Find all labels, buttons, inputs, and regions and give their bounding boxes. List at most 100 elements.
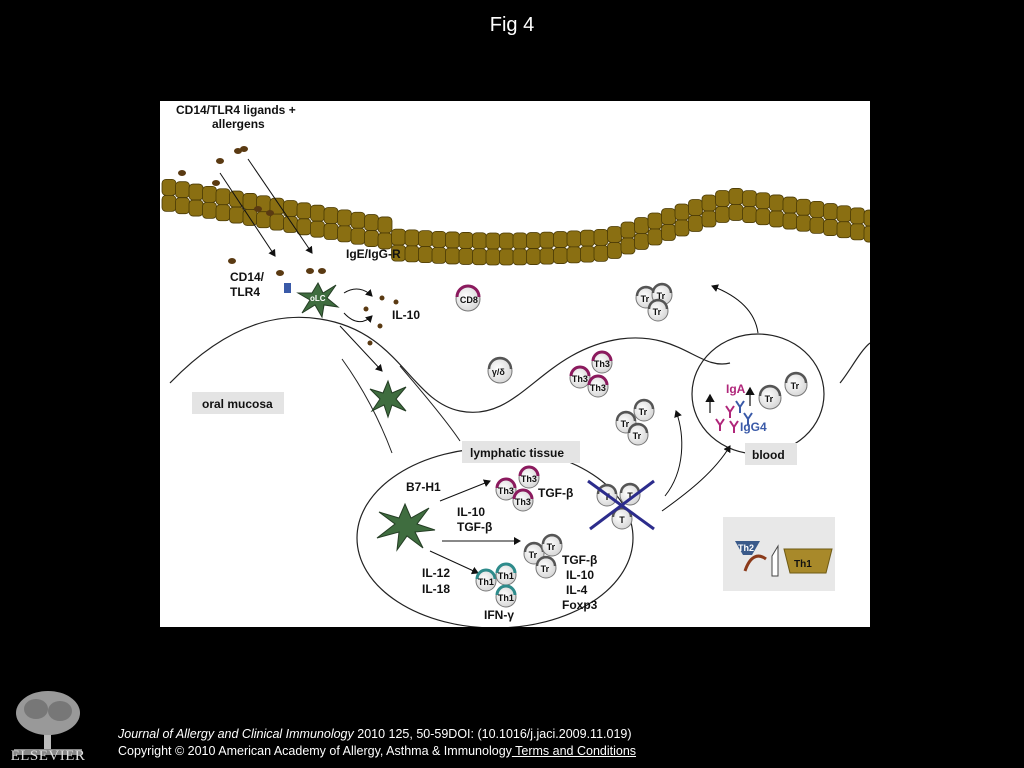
epithelial-cell (337, 225, 352, 243)
epithelial-cell (161, 178, 177, 196)
epithelial-cell (418, 246, 433, 264)
treg-cell-label: Tr (653, 307, 662, 317)
epithelial-cell (755, 192, 771, 210)
epithelial-cell (647, 228, 663, 246)
epithelial-cell (539, 231, 555, 249)
tgf-beta-label: TGF-β (538, 486, 573, 500)
epithelial-cell (350, 227, 366, 245)
epithelial-cell (674, 203, 690, 221)
th3-cell-label: Th3 (590, 383, 606, 393)
il10-top-label: IL-10 (392, 308, 420, 322)
th1-cell-label: Th1 (498, 593, 514, 603)
epithelial-cell (850, 223, 865, 241)
blood-to-tissue-arrow (711, 284, 759, 334)
oral-mucosa-box (192, 392, 284, 414)
epithelial-cell (620, 221, 636, 239)
il10-dots (363, 295, 399, 346)
il10-tgf-label-line2: TGF-β (457, 520, 492, 534)
il10-dot (377, 323, 383, 329)
epithelial-cell (418, 230, 433, 248)
epithelial-cell (323, 207, 339, 224)
treg-cell: Tr (541, 533, 563, 557)
epithelial-cell (472, 232, 487, 250)
epithelial-cell (580, 245, 595, 263)
blood-box (745, 443, 797, 465)
epithelial-cell (688, 215, 703, 232)
treg-cell-label: Tr (621, 419, 630, 429)
epithelial-cell (863, 209, 870, 227)
figure-title: Fig 4 (489, 14, 535, 36)
citation-line: Journal of Allergy and Clinical Immunolo… (118, 726, 636, 743)
epithelial-cell (485, 248, 501, 266)
blood-line (839, 342, 870, 384)
th1-cell: Th1 (475, 568, 497, 592)
epithelial-cell (364, 214, 379, 231)
allergen-particle (228, 258, 236, 264)
olc-arrow-1 (343, 288, 373, 297)
th2-label: Th2 (738, 543, 754, 553)
epithelial-cell (809, 201, 825, 218)
th3-cell: Th3 (569, 365, 591, 389)
epithelial-cell (661, 208, 676, 225)
treg-cytokine-1: TGF-β (562, 553, 597, 567)
copyright-line: Copyright © 2010 American Academy of All… (118, 743, 636, 760)
th1-cell: Th1 (495, 584, 517, 608)
allergen-particle (216, 158, 224, 164)
th1-box (783, 548, 833, 574)
th3-cell-label: Th3 (594, 359, 610, 369)
treg-cell-label: Tr (633, 431, 642, 441)
allergen-particles (178, 146, 326, 276)
b7h1-label: B7-H1 (406, 480, 441, 494)
balance-pointer (771, 544, 779, 577)
epithelial-cell (188, 199, 204, 217)
epithelial-cell (269, 213, 285, 231)
svg-text:oLC: oLC (310, 294, 326, 303)
epithelial-cell (161, 194, 177, 212)
lymph-to-blood-arrow (661, 445, 731, 512)
epithelial-cell (175, 197, 190, 215)
olc-dendritic-cell: oLC (296, 281, 340, 319)
treg-cytokine-2: IL-10 (566, 568, 594, 582)
t-cell: T (611, 506, 633, 530)
allergen-particle (266, 210, 274, 216)
allergen-particle (234, 148, 242, 154)
epithelial-cell (607, 242, 622, 259)
lymphatic-tissue-box (462, 441, 580, 463)
th1-cell: Th1 (495, 562, 517, 586)
epithelial-cell (283, 216, 298, 233)
epithelial-cell (512, 248, 528, 266)
terms-link[interactable]: Terms and Conditions (511, 744, 637, 758)
t-cell-label: T (627, 491, 633, 501)
epithelial-cell (742, 206, 757, 223)
epithelial-cell (526, 232, 541, 249)
epithelial-cell (580, 229, 595, 247)
elsevier-tree-logo-icon (14, 691, 82, 755)
th3-cell: Th3 (591, 350, 613, 374)
igg4-label: IgG4 (740, 420, 767, 434)
epithelial-cell (701, 210, 717, 228)
epithelial-cell (337, 209, 352, 227)
epithelial-cell (512, 232, 528, 250)
treg-cell: Tr (633, 398, 655, 422)
epithelial-cell (796, 198, 811, 216)
epithelial-cell (755, 208, 771, 226)
th3-cell-label: Th3 (515, 497, 531, 507)
cd8-cell: CD8 (455, 284, 481, 312)
cd8-cell-label: CD8 (460, 295, 478, 305)
epithelial-cell (782, 212, 798, 230)
epithelial-cell (593, 244, 609, 262)
gamma-delta-cell: γ/δ (487, 356, 513, 384)
epithelial-cell (296, 218, 312, 236)
treg-cytokine-3: IL-4 (566, 583, 588, 597)
epithelial-cell (458, 248, 474, 265)
th3-cell-label: Th3 (572, 374, 588, 384)
epithelial-cell (242, 193, 258, 210)
blood-label: blood (752, 448, 785, 462)
treg-cell-label: Tr (791, 381, 800, 391)
epithelial-cell (404, 229, 420, 247)
epithelial-cell (809, 217, 825, 234)
epithelial-cell (715, 190, 730, 207)
epithelial-cell (445, 231, 460, 249)
epithelial-cell (566, 230, 582, 248)
